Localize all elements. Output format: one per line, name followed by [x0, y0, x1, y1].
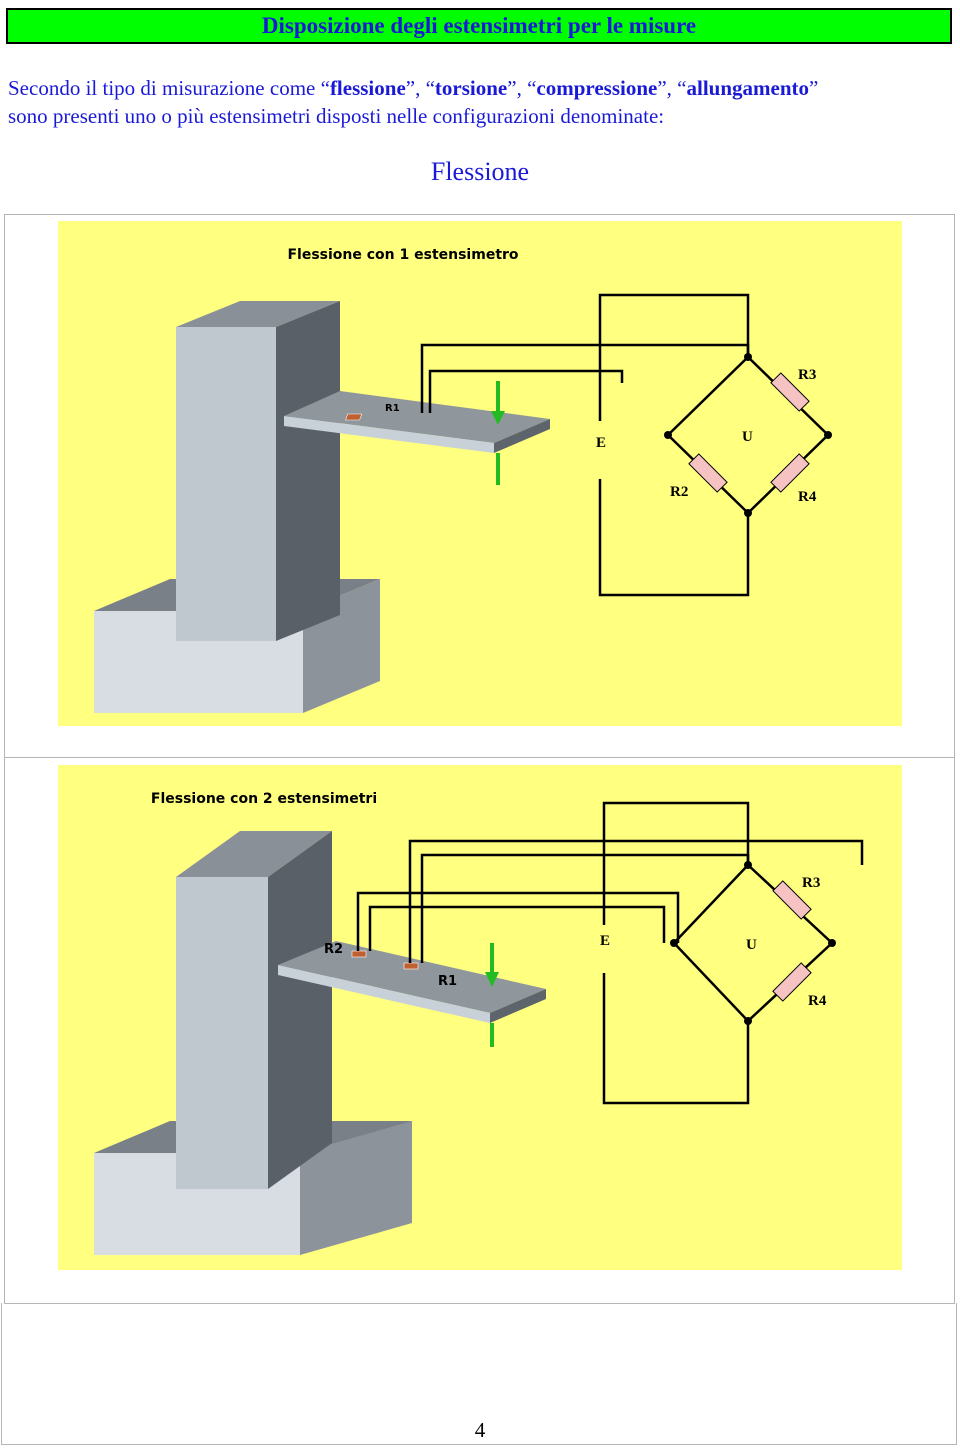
label-r4: R4 [798, 489, 817, 505]
beam-front [284, 416, 494, 453]
resistor-r4 [770, 453, 810, 493]
excitation-wire-top [598, 293, 750, 421]
wire-2 [368, 905, 666, 951]
node-top [744, 861, 752, 869]
strain-gauge-r1 [345, 413, 363, 421]
wire-2 [428, 369, 624, 413]
force-arrow-head [485, 972, 499, 987]
diagram-title: Flessione con 2 estensimetri [151, 791, 377, 807]
header-box: Disposizione degli estensimetri per le m… [6, 8, 952, 44]
diagram-panel-1: Flessione con 1 estensimetro R1 E [58, 221, 902, 726]
column-top [176, 301, 340, 327]
strain-gauge-r1 [403, 962, 419, 970]
diagram-title: Flessione con 1 estensimetro [287, 247, 518, 263]
column-side [268, 831, 332, 1189]
column-side [276, 301, 340, 641]
label-u: U [742, 429, 753, 445]
label-r3: R3 [798, 367, 816, 383]
node-left [670, 939, 678, 947]
beam-top [278, 941, 546, 1013]
label-u: U [746, 937, 757, 953]
diagram-2-svg: Flessione con 2 estensimetri R2 R1 E [58, 765, 902, 1270]
label-e: E [596, 435, 606, 451]
force-arrow-head [491, 411, 505, 425]
label-r4: R4 [808, 993, 827, 1009]
intro-line-2: sono presenti uno o più estensimetri dis… [8, 104, 665, 128]
label-e: E [600, 933, 610, 949]
beam-side [490, 989, 546, 1023]
node-bottom [744, 509, 752, 517]
intro-line-1: Secondo il tipo di misurazione come “fle… [8, 76, 819, 100]
label-r1: R1 [385, 403, 400, 414]
label-r2: R2 [324, 942, 343, 957]
resistor-r2 [688, 453, 728, 493]
base-side [300, 1121, 412, 1255]
label-r2: R2 [670, 484, 688, 500]
node-top [744, 353, 752, 361]
page-title: Disposizione degli estensimetri per le m… [261, 13, 697, 38]
excitation-wire-bottom [598, 479, 750, 597]
page-number: 4 [474, 1418, 486, 1442]
strain-gauge-r2 [351, 950, 367, 958]
diagram-panel-2: Flessione con 2 estensimetri R2 R1 E [58, 765, 902, 1270]
beam-top [284, 391, 550, 443]
figure-frame [4, 214, 955, 1304]
page-border [1, 1303, 957, 1445]
label-r3: R3 [802, 875, 820, 891]
resistor-r3 [770, 372, 810, 412]
node-right [824, 431, 832, 439]
intro-prefix: Secondo il tipo di misurazione come [8, 76, 321, 100]
keyword-torsione: torsione [434, 76, 508, 100]
resistor-r4 [772, 962, 812, 1002]
beam-side [494, 419, 550, 453]
column-front [176, 877, 268, 1189]
column-front [176, 327, 276, 641]
column-top [176, 831, 332, 877]
node-left [664, 431, 672, 439]
section-title: Flessione [430, 157, 530, 186]
wire-3 [408, 839, 864, 963]
resistor-r3 [772, 880, 812, 920]
diagram-1-svg: Flessione con 1 estensimetro R1 E [58, 221, 902, 726]
frame-divider [4, 757, 955, 758]
label-r1: R1 [438, 974, 457, 989]
wire-1 [356, 891, 680, 951]
node-bottom [744, 1017, 752, 1025]
keyword-allungamento: allungamento [686, 76, 810, 100]
beam-front [278, 965, 490, 1023]
excitation-wire-top [602, 801, 750, 925]
intro-text: Secondo il tipo di misurazione come “fle… [8, 74, 958, 130]
keyword-flessione: flessione [329, 76, 406, 100]
excitation-wire-bottom [602, 973, 750, 1105]
node-right [828, 939, 836, 947]
keyword-compressione: compressione [536, 76, 658, 100]
